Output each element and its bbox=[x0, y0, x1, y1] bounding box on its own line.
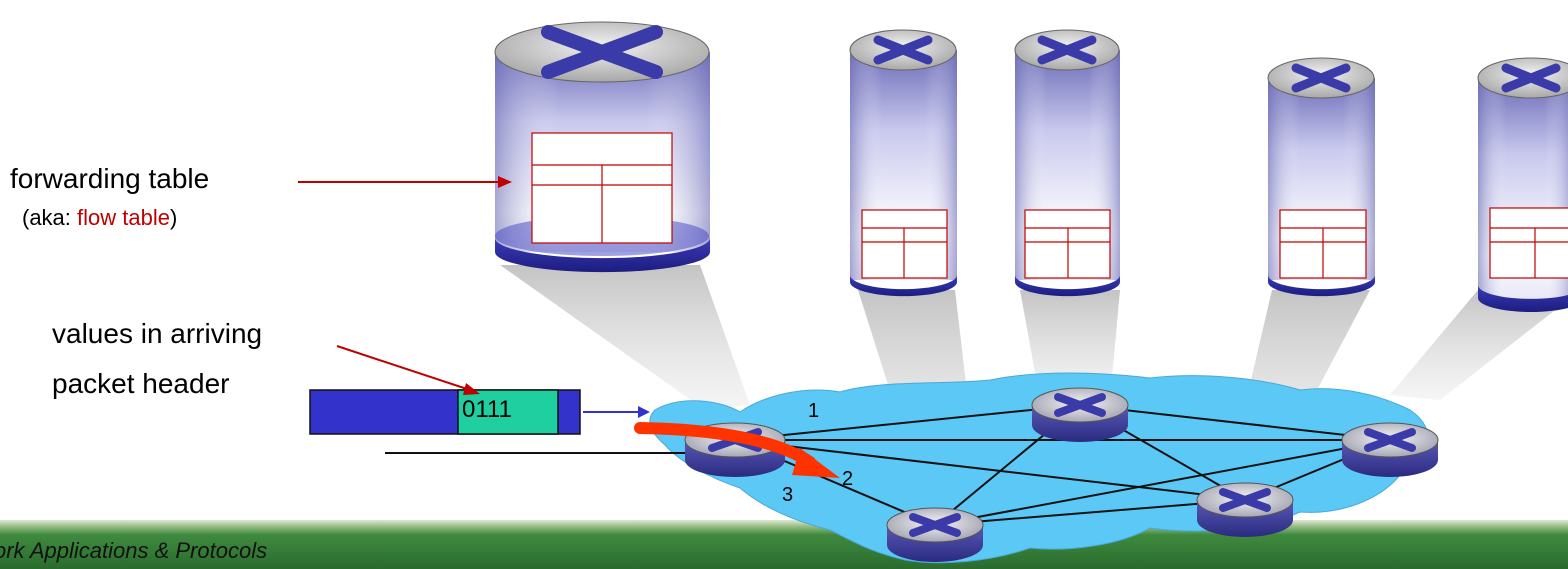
network-router-bottom-right bbox=[1196, 482, 1294, 537]
router-x-icon bbox=[1501, 63, 1561, 93]
arriving-packet bbox=[309, 389, 581, 435]
pointer-arrowhead bbox=[463, 383, 480, 395]
header-pointer bbox=[336, 345, 471, 391]
aka-prefix: (aka: bbox=[22, 205, 78, 230]
flow-table-grid bbox=[1024, 209, 1111, 279]
switch-cylinder-large bbox=[494, 21, 710, 273]
flow-table-grid bbox=[1489, 207, 1568, 279]
flow-table-grid bbox=[1279, 209, 1367, 279]
network-router-right bbox=[1341, 422, 1439, 477]
flow-arrow bbox=[634, 422, 816, 468]
pointer-arrowhead bbox=[498, 176, 512, 188]
network-router-top bbox=[1031, 387, 1129, 442]
router-x-icon bbox=[1364, 428, 1416, 452]
switch-cylinder-3 bbox=[1014, 29, 1120, 297]
port-2-label: 2 bbox=[842, 468, 854, 490]
router-x-icon bbox=[1054, 393, 1106, 417]
footer-title: ork Applications & Protocols bbox=[0, 538, 268, 563]
router-x-icon bbox=[909, 513, 961, 537]
router-x-icon bbox=[1219, 488, 1271, 512]
header-field bbox=[457, 389, 559, 435]
switch-cylinder-4 bbox=[1267, 57, 1375, 297]
forwarding-table-grid bbox=[531, 132, 673, 244]
footer-band bbox=[0, 520, 1568, 569]
router-x-icon bbox=[873, 35, 933, 65]
switch-cylinder-5 bbox=[1477, 57, 1568, 312]
aka-label: (aka: flow table) bbox=[22, 205, 177, 231]
packet-arrowhead bbox=[638, 406, 650, 418]
flow-table-grid bbox=[861, 209, 948, 279]
packet-header-value: 0111 bbox=[462, 396, 512, 423]
router-x-icon bbox=[1037, 35, 1097, 65]
router-x-icon bbox=[1291, 63, 1351, 93]
forwarding-table-label: forwarding table bbox=[10, 163, 210, 194]
values-label-line1: values in arriving bbox=[52, 318, 263, 349]
flow-table-label: flow table bbox=[77, 205, 170, 230]
network-router-bottom bbox=[886, 507, 984, 562]
port-3-label: 3 bbox=[782, 484, 794, 506]
switch-cylinder-2 bbox=[849, 29, 957, 297]
values-label-line2: packet header bbox=[52, 368, 230, 399]
aka-suffix: ) bbox=[169, 205, 178, 230]
router-x-icon bbox=[541, 25, 663, 79]
flow-arrowhead bbox=[792, 448, 840, 478]
port-1-label: 1 bbox=[808, 400, 820, 422]
